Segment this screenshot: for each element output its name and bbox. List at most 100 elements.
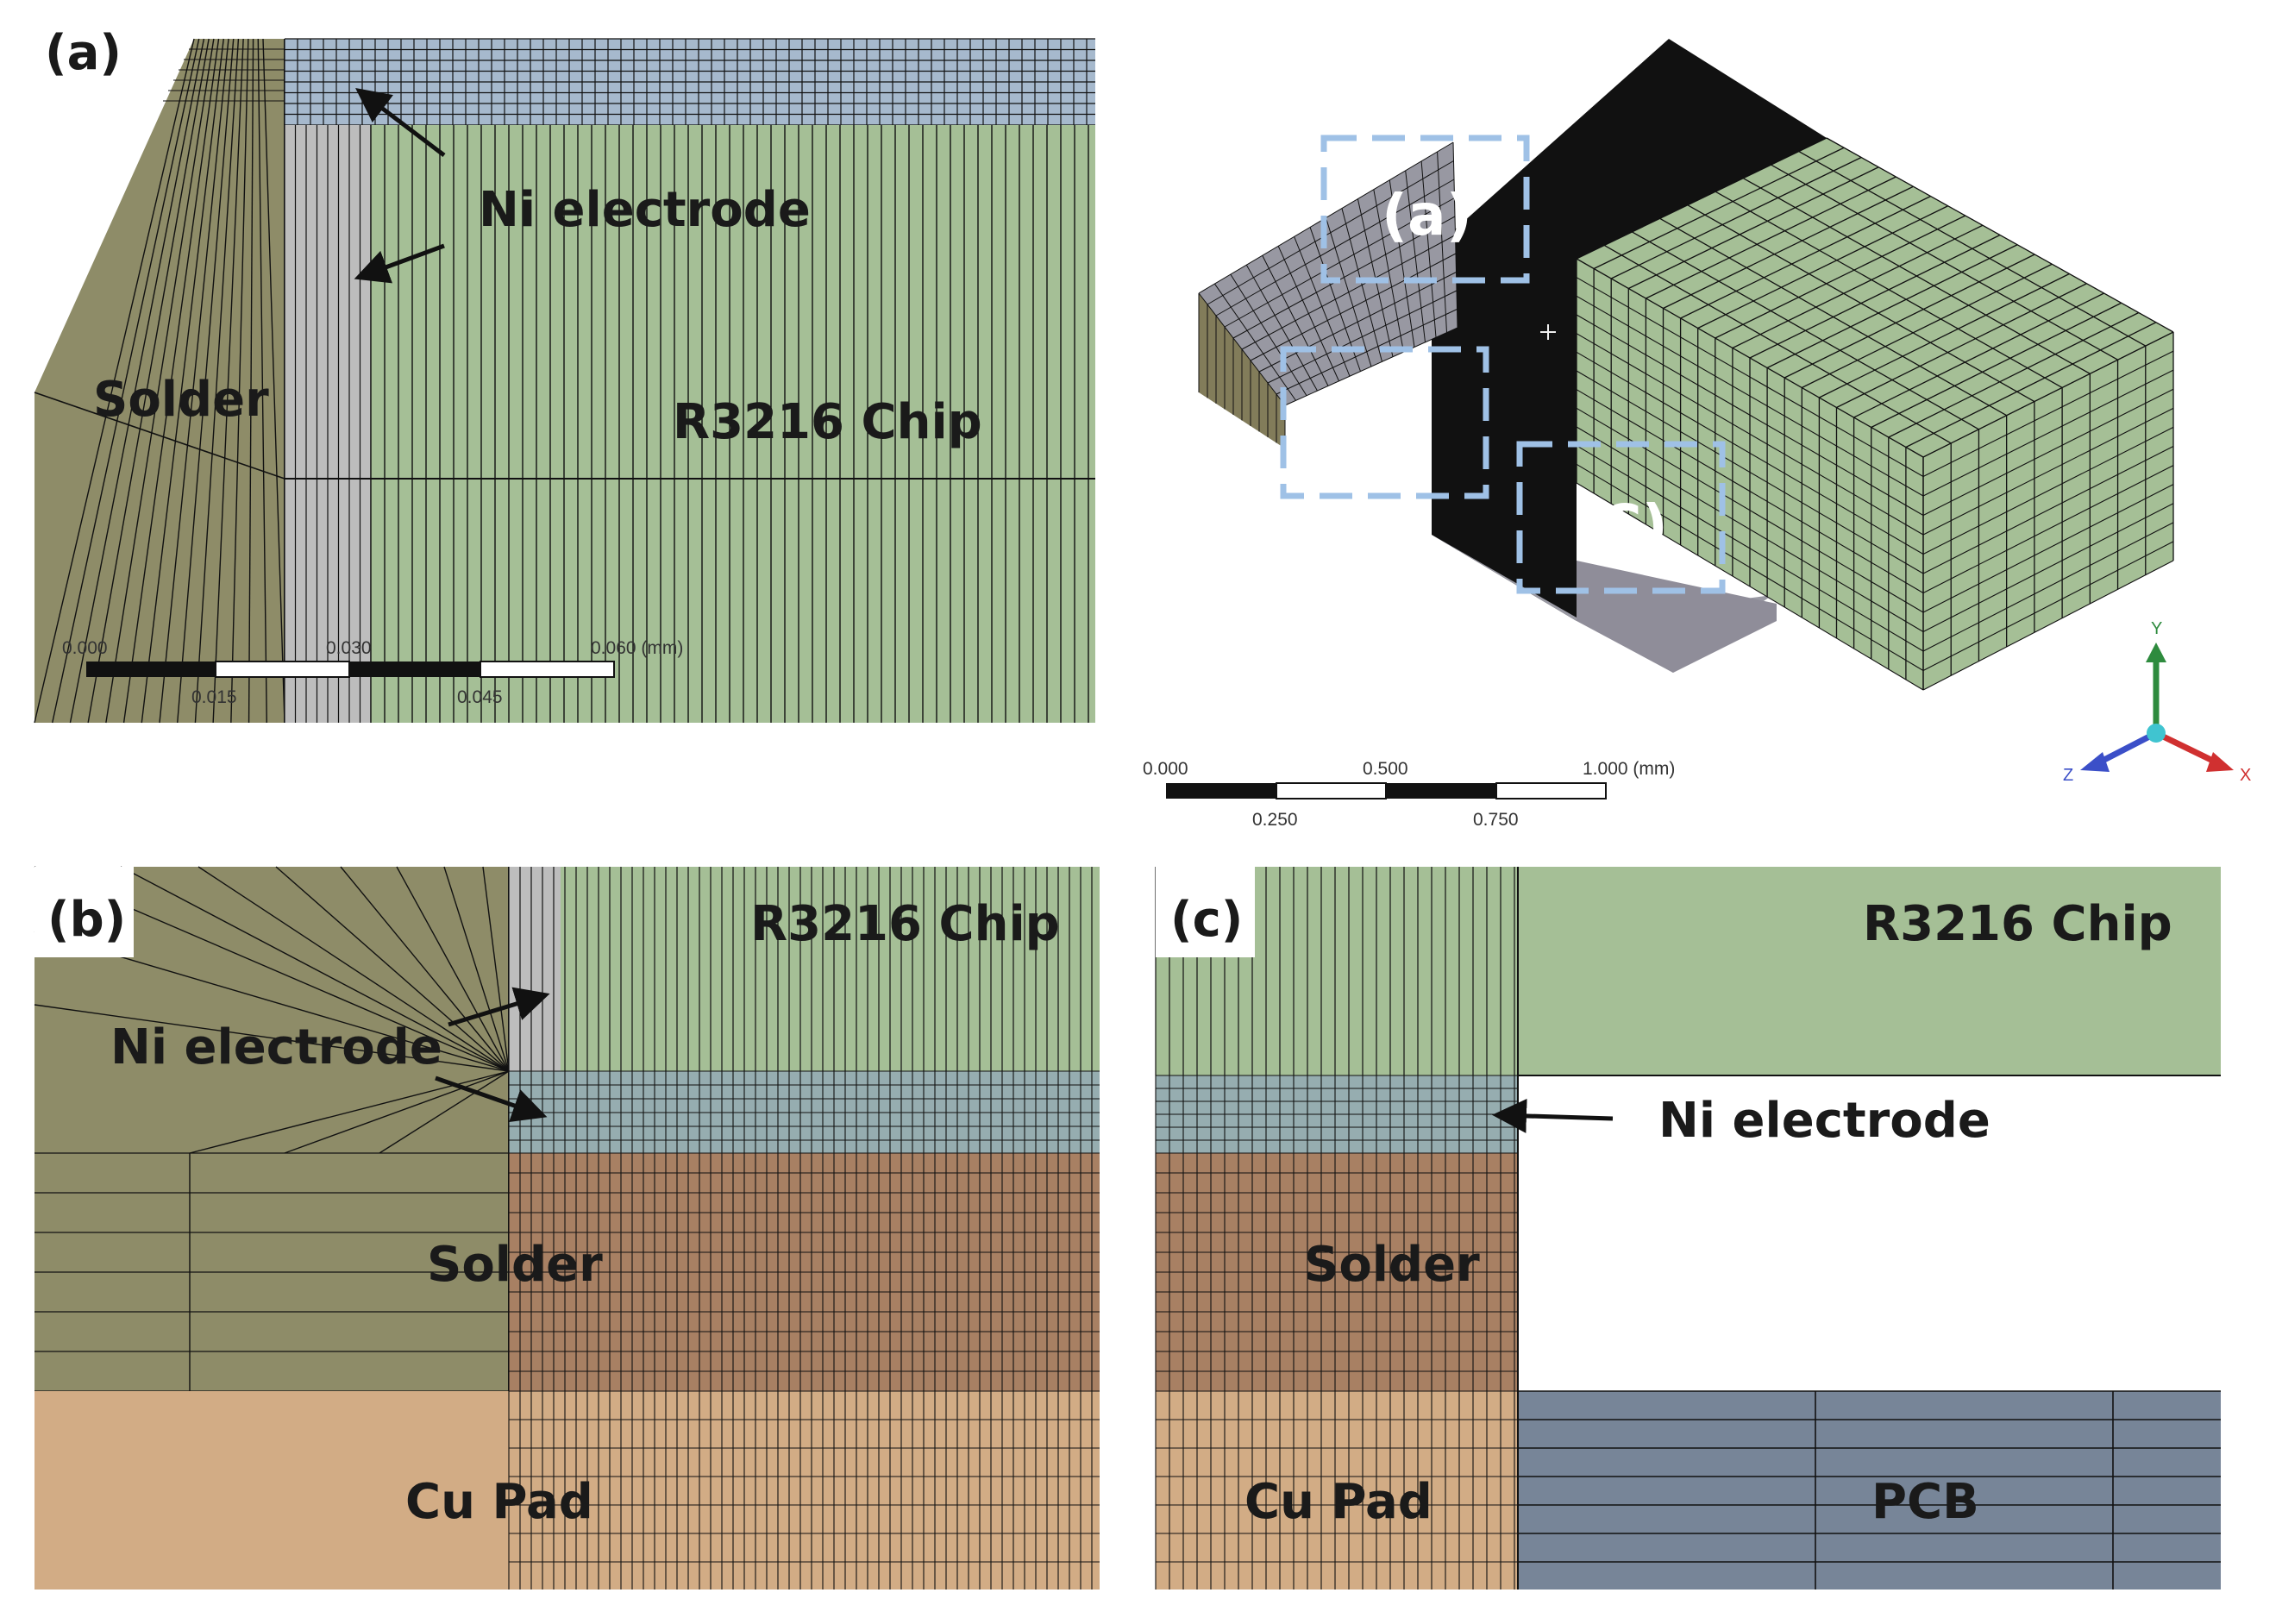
mesh-line <box>1250 253 1457 361</box>
mesh-line <box>1732 224 1984 349</box>
mesh-line <box>177 38 235 724</box>
mesh-line <box>1576 370 1924 574</box>
overview-region-c-box <box>1516 441 1726 594</box>
panel-c-cu-mesh <box>1155 1390 1518 1590</box>
mesh-line <box>141 38 224 724</box>
panel-a-chip-region <box>371 125 1095 723</box>
overview-region-b-box <box>1280 346 1489 499</box>
overview-chip-front-right <box>1923 332 2173 690</box>
mesh-line <box>1241 235 1456 350</box>
mesh-line <box>230 38 249 724</box>
panel-c-cu-pad <box>1156 1391 1518 1590</box>
panel-b-arrow-bottom <box>435 1075 548 1122</box>
axis-y-label: Y <box>2151 619 2162 638</box>
panel-b: (b) R3216 Chip Ni electrode Solder Cu Pa… <box>34 866 1100 1590</box>
mesh-line <box>379 1070 510 1154</box>
mesh-line <box>194 38 240 724</box>
mesh-line <box>1871 302 2122 429</box>
mesh-line <box>1610 156 1862 279</box>
panel-a-electrode-top-mesh <box>284 38 1095 126</box>
mesh-line <box>1922 369 2174 497</box>
panel-a-label-bg <box>34 17 129 95</box>
mesh-line <box>120 866 510 1072</box>
mesh-line <box>1576 445 1924 652</box>
mesh-line <box>1663 185 1914 310</box>
mesh-line <box>1576 426 1924 632</box>
panel-a-scale-t3: 0.045 <box>457 687 503 707</box>
mesh-line <box>1659 217 2007 417</box>
mesh-line <box>87 38 210 724</box>
overview-black-cut <box>1432 39 1827 621</box>
panel-b-solder-text: Solder <box>427 1237 603 1293</box>
overview-scale-t1: 0.250 <box>1252 810 1298 830</box>
mesh-line <box>443 866 510 1072</box>
axis-triad: Y X Z <box>2063 619 2251 785</box>
mesh-line <box>1258 272 1457 373</box>
panel-b-cu-pad-text: Cu Pad <box>405 1474 593 1530</box>
mesh-line <box>1798 150 2147 347</box>
panel-c-label: (c) <box>1170 892 1243 948</box>
panel-b-chip-region <box>561 867 1100 1071</box>
panel-a-label: (a) <box>45 25 122 81</box>
panel-a-scale-t1: 0.015 <box>191 687 237 707</box>
panel-c: (c) R3216 Chip Ni electrode Solder Cu Pa… <box>1155 867 2221 1590</box>
panel-a-chip-text: R3216 Chip <box>673 394 982 450</box>
mesh-line <box>1276 309 1458 395</box>
overview-region-a-label: (a) <box>1382 182 1472 248</box>
panel-c-chip-text: R3216 Chip <box>1863 896 2172 952</box>
mesh-line <box>1576 314 1924 516</box>
panel-b-chip-text: R3216 Chip <box>750 896 1060 952</box>
panel-c-chip-right <box>1518 867 2221 1075</box>
mesh-line <box>1743 178 2091 374</box>
mesh-line <box>1687 204 2035 403</box>
panel-c-arrow <box>1492 1098 1614 1133</box>
panel-c-ni-electrode-text: Ni electrode <box>1658 1093 1990 1149</box>
overview-3d-model: (a) (b) (C) 0.000 0.250 0.500 0.750 1.00… <box>1143 39 2251 830</box>
overview-scale-t0: 0.000 <box>1143 759 1188 779</box>
mesh-line <box>1922 503 2174 632</box>
mesh-line <box>275 866 510 1072</box>
mesh-line <box>1905 322 2157 448</box>
panel-a-scale-bar: 0.000 0.015 0.030 0.045 0.060 (mm) <box>62 638 683 707</box>
axis-x-label: X <box>2240 766 2251 785</box>
overview-chip-top <box>1577 138 2173 457</box>
mesh-line <box>1576 389 1924 593</box>
mesh-line <box>1207 160 1454 305</box>
panel-b-ni-electrode-mesh <box>508 1070 1100 1153</box>
mesh-line <box>34 392 285 480</box>
mesh-line <box>34 1004 510 1072</box>
mesh-line <box>1922 350 2174 477</box>
mesh-line <box>1576 137 1827 260</box>
mesh-line <box>340 866 510 1072</box>
mesh-line <box>396 866 510 1072</box>
mesh-line <box>1576 333 1924 536</box>
mesh-line <box>284 1070 510 1154</box>
mesh-line <box>122 38 220 724</box>
panel-a-scale-t0: 0.000 <box>62 638 108 658</box>
mesh-line <box>1819 273 2070 398</box>
mesh-line <box>1576 482 1924 691</box>
panel-a-chip-mesh <box>370 125 1089 723</box>
mesh-line <box>1802 263 2053 389</box>
mesh-line <box>1922 541 2174 671</box>
mesh-line <box>1922 331 2174 458</box>
panel-b-ni-electrode-text: Ni electrode <box>110 1019 442 1075</box>
mesh-line <box>1826 137 2174 333</box>
panel-a: (a) Ni electrode Solder R3216 Chip 0.000… <box>34 17 1095 724</box>
mesh-line <box>1576 351 1924 555</box>
overview-region-a-box <box>1320 135 1530 284</box>
mesh-line <box>1603 244 1952 444</box>
mesh-line <box>1784 254 2035 379</box>
mesh-line <box>105 38 215 724</box>
panel-a-ni-electrode-text: Ni electrode <box>479 182 811 238</box>
mesh-line <box>1232 216 1456 339</box>
panel-c-solder-text: Solder <box>1304 1237 1480 1293</box>
panel-a-scale-t2: 0.030 <box>326 638 372 658</box>
panel-b-solder-mesh <box>508 1152 1100 1392</box>
panel-c-cu-pad-text: Cu Pad <box>1244 1474 1433 1530</box>
mesh-line <box>1836 283 2087 409</box>
mesh-line <box>1215 179 1455 317</box>
mesh-line <box>248 38 254 724</box>
mesh-line <box>1267 290 1458 384</box>
mesh-line <box>262 38 285 724</box>
